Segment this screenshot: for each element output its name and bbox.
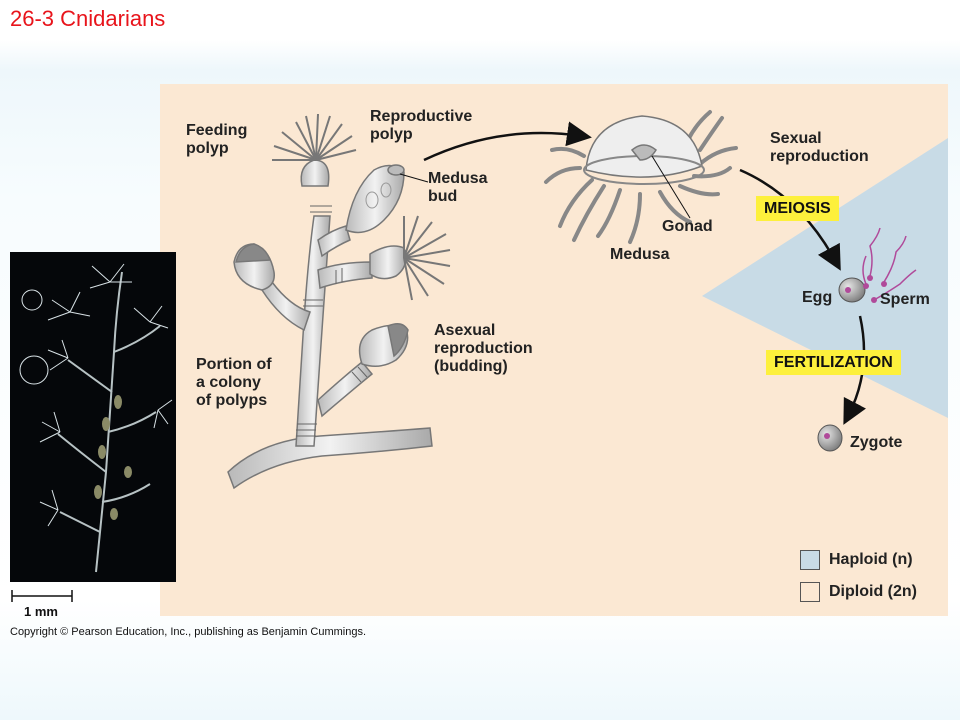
legend-haploid: Haploid (n) xyxy=(800,550,913,570)
sperm-cells xyxy=(862,227,917,301)
leader-medusa-bud xyxy=(399,173,429,183)
branch-left xyxy=(261,280,311,332)
feeding-polyp-right xyxy=(369,215,451,301)
feeding-polyp-closed-left xyxy=(233,243,275,291)
haploid-swatch xyxy=(800,550,820,570)
legend-haploid-text: Haploid (n) xyxy=(829,551,913,568)
feeding-polyp xyxy=(272,113,357,187)
polyp-colony xyxy=(227,215,433,490)
medusa xyxy=(544,110,738,244)
fertilization-box: FERTILIZATION xyxy=(766,350,901,375)
branch-reproductive xyxy=(317,225,351,258)
label-feeding-polyp: Feeding polyp xyxy=(186,122,248,157)
label-egg: Egg xyxy=(802,289,833,306)
scale-bar-label: 1 mm xyxy=(24,604,58,619)
feeding-polyp-tentacles xyxy=(272,113,357,161)
arrow-bud-to-medusa xyxy=(423,121,592,162)
label-medusa-bud: Medusa bud xyxy=(428,170,488,205)
feeding-polyp-closed-lower xyxy=(358,323,409,367)
label-sexual-reproduction: Sexual reproduction xyxy=(770,130,869,165)
meiosis-box: MEIOSIS xyxy=(756,196,839,221)
haploid-region xyxy=(702,138,948,418)
branch-right-middle xyxy=(317,261,373,290)
label-zygote: Zygote xyxy=(850,434,903,451)
label-colony-portion: Portion of a colony of polyps xyxy=(196,356,272,409)
legend-diploid: Diploid (2n) xyxy=(800,582,917,602)
label-medusa: Medusa xyxy=(610,246,670,263)
legend-diploid-text: Diploid (2n) xyxy=(829,583,917,600)
slide-title: 26-3 Cnidarians xyxy=(10,6,166,31)
stalk-rings xyxy=(296,205,368,437)
label-gonad: Gonad xyxy=(662,218,713,235)
label-asexual-reproduction: Asexual reproduction (budding) xyxy=(434,322,533,375)
label-reproductive-polyp: Reproductive polyp xyxy=(370,108,473,143)
colony-photograph xyxy=(10,252,176,582)
sperm-heads xyxy=(863,275,887,303)
medusa-gonad xyxy=(630,144,657,161)
diploid-swatch xyxy=(800,582,820,602)
zygote xyxy=(817,424,843,452)
label-sperm: Sperm xyxy=(880,291,930,308)
scale-bar-line xyxy=(11,590,73,602)
leader-gonad xyxy=(651,155,691,219)
copyright-notice: Copyright © Pearson Education, Inc., pub… xyxy=(10,626,367,638)
colony-base-stolon xyxy=(227,427,433,490)
egg xyxy=(838,277,866,303)
reproductive-polyp xyxy=(345,164,405,234)
branch-right-lower xyxy=(317,360,374,418)
